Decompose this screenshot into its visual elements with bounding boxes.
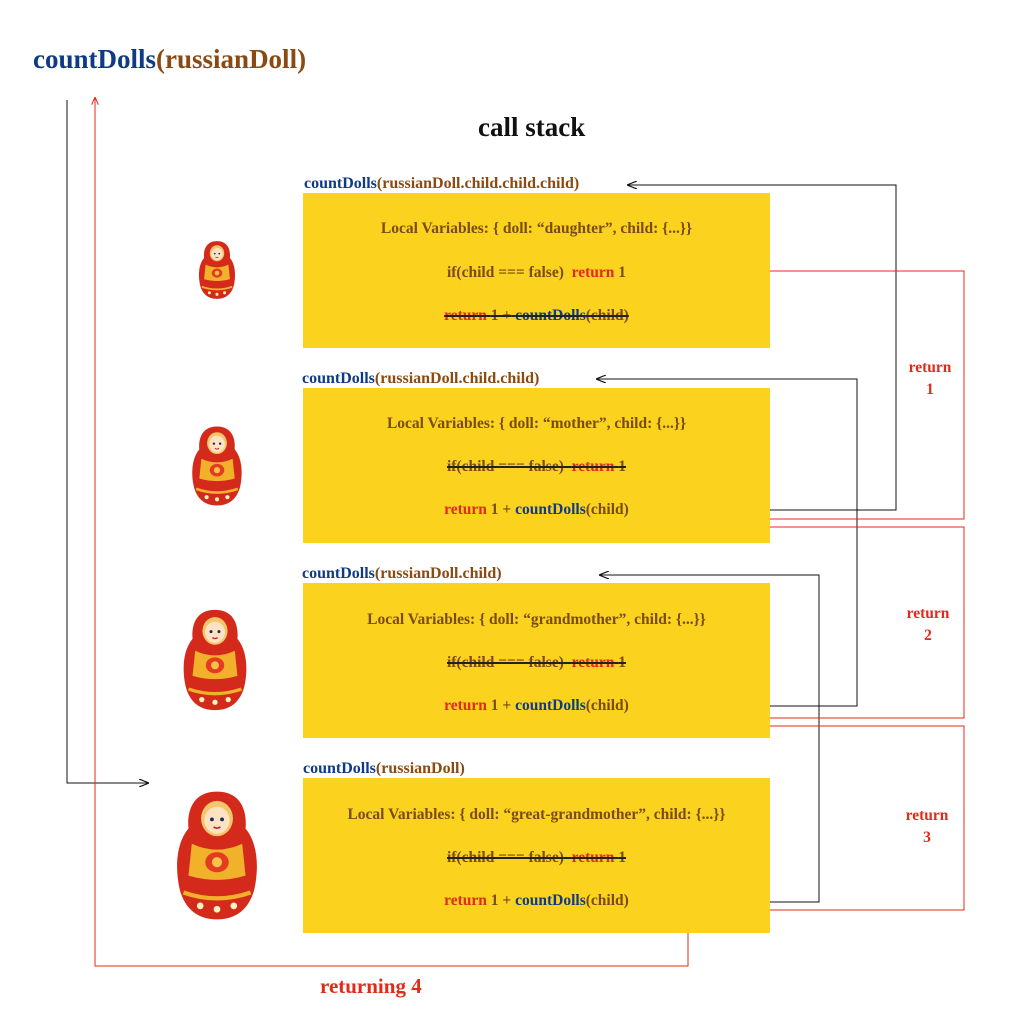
frame-2-rec-plus: 1 + [490,501,512,518]
frame-3-rec-fn: countDolls [515,697,586,714]
frame-2-if-return: return [571,458,615,475]
stack-frame-2: Local Variables: { doll: “mother”, child… [303,388,770,543]
frame-1-rec-plus: 1 + [490,307,512,324]
frame-2-base-case: if(child === false) return 1 [303,458,770,476]
main-call-close: ) [297,44,307,74]
stack-frame-4: Local Variables: { doll: “great-grandmot… [303,778,770,933]
frame-3-recursive-case: return 1 + countDolls(child) [303,697,770,715]
frame-3-if-return: return [571,654,615,671]
stack-frame-3: Local Variables: { doll: “grandmother”, … [303,583,770,738]
frame-4-base-case: if(child === false) return 1 [303,849,770,867]
frame-1-base-case: if(child === false) return 1 [303,264,770,282]
frame-2-label-fn: countDolls [302,370,375,387]
frame-1-rec-arg: (child) [585,307,629,324]
frame-1-label-fn: countDolls [304,175,377,192]
frame-2-if-code: if(child === false) [446,458,564,475]
frame-4-label-fn: countDolls [303,760,376,777]
frame-1-rec-return: return [444,307,487,324]
return-label-2: return 2 [898,603,958,647]
returning-label: returning 4 [320,974,422,998]
return-label-2-word: return [906,605,950,622]
return-arrow-3 [680,725,965,910]
frame-4-rec-fn: countDolls [515,892,586,909]
frame-4-recursive-case: return 1 + countDolls(child) [303,892,770,910]
frame-1-if-return: return [571,264,615,281]
return-label-1-value: 1 [926,381,934,398]
return-label-2-value: 2 [924,627,932,644]
return-label-3-value: 3 [923,829,931,846]
frame-3-rec-return: return [444,697,487,714]
frame-3-label: countDolls(russianDoll.child) [302,565,502,583]
frame-2-rec-arg: (child) [585,501,629,518]
return-label-1-word: return [908,359,952,376]
frame-2-label-arg: (russianDoll.child.child) [374,370,540,387]
frame-2-rec-return: return [444,501,487,518]
stack-frame-1: Local Variables: { doll: “daughter”, chi… [303,193,770,348]
frame-4-rec-arg: (child) [585,892,629,909]
frame-1-recursive-case: return 1 + countDolls(child) [303,307,770,325]
frame-4-locals: Local Variables: { doll: “great-grandmot… [347,806,726,823]
main-call-fn: countDolls [33,44,157,74]
frame-1-label-arg: (russianDoll.child.child.child) [376,175,580,192]
return-label-3: return 3 [897,805,957,849]
call-stack-title: call stack [478,112,586,142]
frame-1-locals: Local Variables: { doll: “daughter”, chi… [380,220,693,237]
frame-3-if-value: 1 [618,654,627,671]
matryoshka-doll-icon [198,241,236,299]
frame-4-if-code: if(child === false) [446,849,564,866]
frame-2-locals: Local Variables: { doll: “mother”, child… [386,415,687,432]
frame-4-label-arg: (russianDoll) [375,760,465,777]
frame-4-if-value: 1 [618,849,627,866]
main-call: countDolls(russianDoll) [33,44,306,75]
frame-2-rec-fn: countDolls [515,501,586,518]
matryoshka-doll-icon [183,609,247,711]
main-call-arg: russianDoll [165,44,298,74]
main-call-open: ( [156,44,166,74]
return-arrow-1 [642,270,965,519]
frame-4-if-return: return [571,849,615,866]
call-arrow-main [66,100,148,783]
frame-1-rec-fn: countDolls [515,307,586,324]
frame-3-rec-arg: (child) [585,697,629,714]
frame-3-rec-plus: 1 + [490,697,512,714]
frame-1-if-code: if(child === false) [446,264,564,281]
matryoshka-doll-icon [177,791,257,920]
frame-1-label: countDolls(russianDoll.child.child.child… [304,175,579,193]
return-arrow-2 [673,526,965,718]
return-label-3-word: return [905,807,949,824]
frame-4-rec-return: return [444,892,487,909]
frame-2-if-value: 1 [618,458,627,475]
frame-3-label-fn: countDolls [302,565,375,582]
call-arrow-2-1 [628,185,897,511]
frame-3-base-case: if(child === false) return 1 [303,654,770,672]
frame-4-rec-plus: 1 + [490,892,512,909]
frame-3-label-arg: (russianDoll.child) [374,565,502,582]
frame-3-locals: Local Variables: { doll: “grandmother”, … [367,611,706,628]
frame-3-if-code: if(child === false) [446,654,564,671]
frame-2-label: countDolls(russianDoll.child.child) [302,370,539,388]
return-arrow-final [95,98,689,967]
matryoshka-doll-icon [192,426,242,506]
return-label-1: return 1 [900,357,960,401]
frame-1-if-value: 1 [618,264,627,281]
frame-4-label: countDolls(russianDoll) [303,760,465,778]
frame-2-recursive-case: return 1 + countDolls(child) [303,501,770,519]
